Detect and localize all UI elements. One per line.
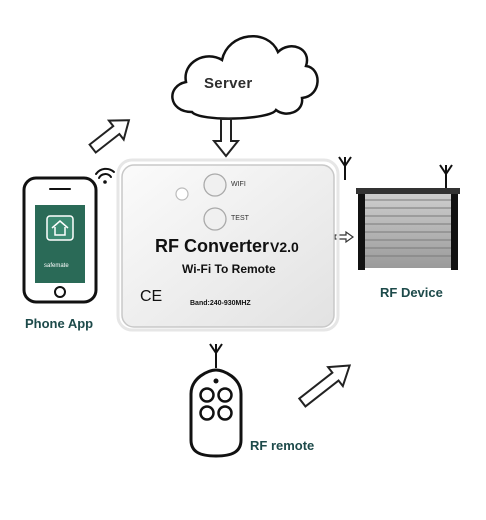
led-indicator [175, 187, 189, 201]
rf-device-caption: RF Device [380, 285, 443, 300]
arrow-server-to-converter [211, 118, 241, 158]
app-brand-text: safemate [44, 263, 69, 269]
rf-remote-caption: RF remote [250, 438, 315, 453]
test-button-label: TEST [231, 215, 249, 222]
arrow-remote-to-device [297, 364, 352, 408]
ce-mark: CE [140, 288, 163, 305]
antenna-icon [439, 164, 453, 190]
converter-title: RF Converter [155, 236, 270, 256]
arrow-phone-to-server [88, 119, 131, 154]
rf-converter-device [116, 158, 340, 332]
converter-subtitle: Wi-Fi To Remote [182, 262, 276, 276]
antenna-icon [209, 343, 223, 368]
wifi-button [203, 173, 227, 197]
server-label: Server [204, 75, 253, 92]
smartphone-icon [22, 176, 98, 304]
cloud-icon [171, 35, 319, 120]
phone-app-caption: Phone App [25, 316, 94, 331]
test-button [203, 207, 227, 231]
roller-shutter-icon [356, 188, 460, 270]
wifi-signal-icon [95, 167, 115, 184]
band-label: Band:240-930MHZ [190, 300, 251, 307]
wifi-button-label: WIFI [231, 181, 246, 188]
keyfob-icon [189, 368, 243, 458]
converter-version: V2.0 [270, 239, 299, 255]
antenna-icon [338, 156, 352, 180]
